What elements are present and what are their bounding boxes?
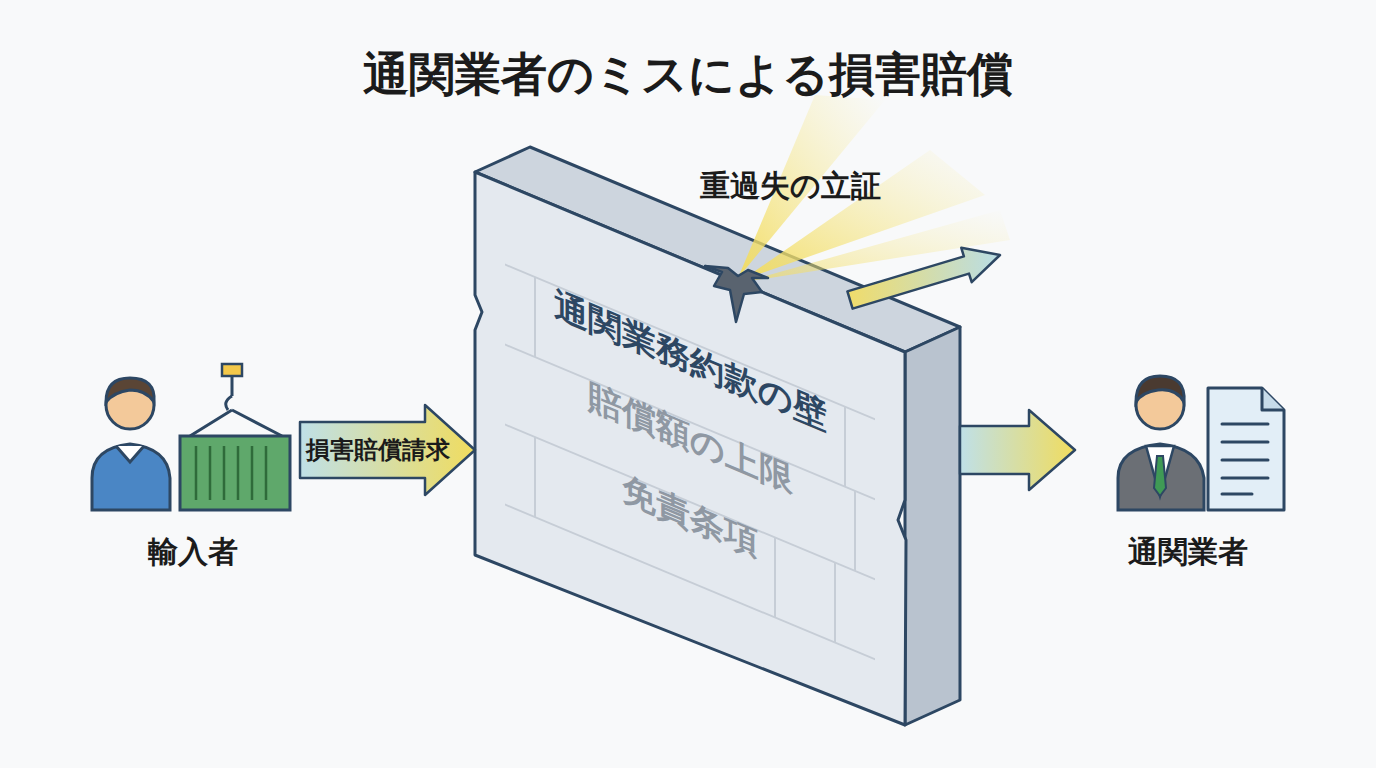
- text-run: 免責条項: [622, 467, 758, 564]
- broker-icon: [1118, 376, 1284, 510]
- wall-text-group: 通関業務約款の壁賠償額の上限免責条項: [540, 258, 840, 617]
- block-arrow: [960, 410, 1075, 490]
- importer-icon: [92, 364, 290, 510]
- broker-node: 通関業者: [1075, 360, 1300, 575]
- diagram-title: 通関業者のミスによる損害賠償: [0, 44, 1376, 106]
- importer-node: 輸入者: [85, 360, 300, 575]
- node-label: 輸入者: [85, 532, 300, 573]
- upward-arrow: [847, 248, 1000, 309]
- node-label: 通関業者: [1075, 532, 1300, 573]
- wall-crack: [705, 266, 768, 322]
- wall-slab: [475, 147, 960, 725]
- wall-node: 通関業務約款の壁賠償額の上限免責条項: [475, 147, 960, 725]
- edge-label: 損害賠償請求: [306, 434, 450, 466]
- callout-label: 重過失の立証: [700, 166, 881, 207]
- block-arrow: [300, 405, 475, 495]
